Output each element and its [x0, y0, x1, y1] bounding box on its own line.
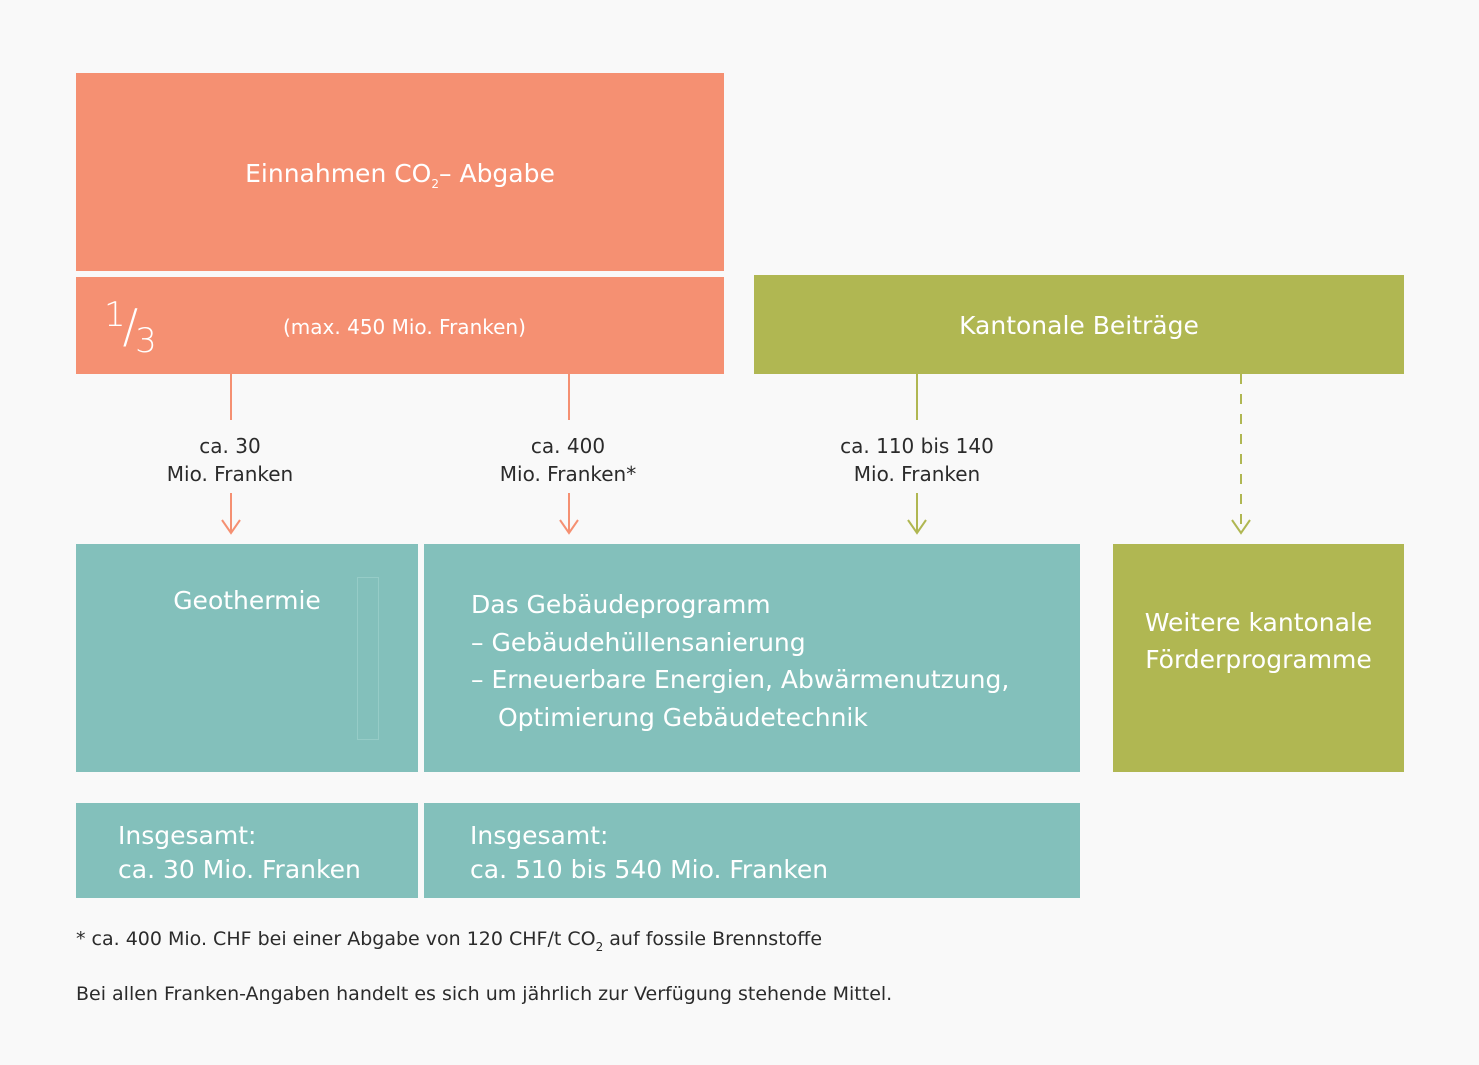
- footnote-annual: Bei allen Franken-Angaben handelt es sic…: [76, 983, 893, 1005]
- geothermie-box: Geothermie: [76, 544, 418, 772]
- geothermie-outline-mark: [357, 577, 379, 740]
- footnote-co2: * ca. 400 Mio. CHF bei einer Abgabe von …: [76, 928, 823, 954]
- one-third-box: 1/3 (max. 450 Mio. Franken): [76, 277, 724, 374]
- connector-line-gp: [568, 374, 570, 420]
- cantonal-contributions-box: Kantonale Beiträge: [754, 275, 1404, 374]
- co2-revenue-title: Einnahmen CO2– Abgabe: [245, 159, 555, 191]
- total-gebaeudeprogramm-box: Insgesamt: ca. 510 bis 540 Mio. Franken: [424, 803, 1080, 898]
- total-geothermie-box: Insgesamt: ca. 30 Mio. Franken: [76, 803, 418, 898]
- geothermie-title: Geothermie: [173, 586, 321, 615]
- connector-line-geo: [230, 374, 232, 420]
- one-third-fraction: 1/3: [104, 295, 157, 361]
- arrow-down-icon: [221, 519, 241, 535]
- arrow-down-icon: [559, 519, 579, 535]
- max-amount-label: (max. 450 Mio. Franken): [283, 315, 526, 339]
- gebaeudeprogramm-item: – Gebäudehüllensanierung: [471, 627, 806, 657]
- flow-label-kanton: ca. 110 bis 140 Mio. Franken: [840, 434, 994, 486]
- connector-line-gp-lower: [568, 493, 570, 533]
- total-gebaeudeprogramm-text: Insgesamt: ca. 510 bis 540 Mio. Franken: [470, 821, 829, 884]
- arrow-down-icon: [1231, 519, 1251, 535]
- flow-label-geo: ca. 30 Mio. Franken: [166, 434, 294, 486]
- weitere-foerderprogramme-text: Weitere kantonale Förderprogramme: [1144, 608, 1373, 674]
- cantonal-contributions-title: Kantonale Beiträge: [959, 311, 1199, 340]
- dashed-connector-weitere: [1240, 374, 1242, 534]
- gebaeudeprogramm-title: Das Gebäudeprogramm: [471, 590, 771, 619]
- arrow-down-icon: [907, 519, 927, 535]
- gebaeudeprogramm-text: Das Gebäudeprogramm – Gebäudehüllensanie…: [471, 586, 1009, 736]
- gebaeudeprogramm-box: Das Gebäudeprogramm – Gebäudehüllensanie…: [424, 544, 1080, 772]
- connector-line-geo-lower: [230, 493, 232, 533]
- connector-line-kanton-lower: [916, 493, 918, 533]
- weitere-foerderprogramme-box: Weitere kantonale Förderprogramme: [1113, 544, 1404, 772]
- co2-subscript: 2: [431, 177, 440, 191]
- gebaeudeprogramm-item: – Erneuerbare Energien, Abwärmenutzung,: [471, 665, 1010, 694]
- connector-line-kanton: [916, 374, 918, 420]
- co2-revenue-box: Einnahmen CO2– Abgabe: [76, 73, 724, 271]
- total-geothermie-text: Insgesamt: ca. 30 Mio. Franken: [118, 821, 361, 884]
- flow-label-gp: ca. 400 Mio. Franken*: [499, 434, 637, 486]
- gebaeudeprogramm-item-cont: Optimierung Gebäudetechnik: [498, 702, 868, 732]
